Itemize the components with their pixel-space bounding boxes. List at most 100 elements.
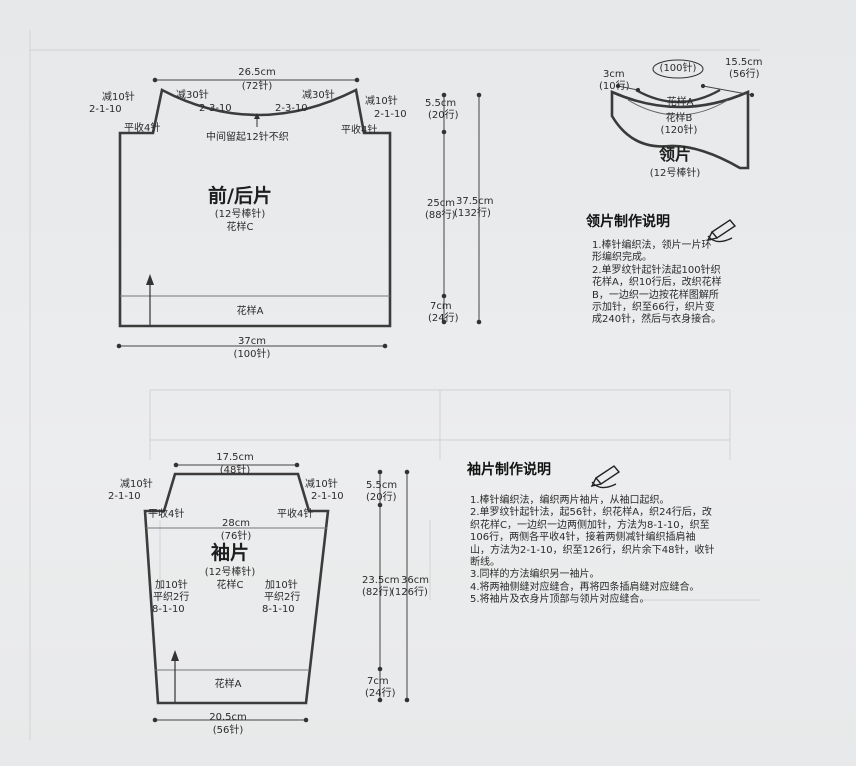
body-neck-right-formula: 2-3-10 [275, 103, 308, 114]
body-needle: (12号棒针) [214, 209, 266, 220]
sleeve-dec-left: 减10针 [120, 479, 153, 490]
sleeve-height-dims [379, 472, 408, 700]
sleeve-bind-right: 平收4针 [277, 509, 314, 520]
body-h-bot: 7cm [430, 301, 452, 312]
sleeve-dec-right-formula: 2-1-10 [311, 491, 344, 502]
sleeve-notes-heading: 袖片制作说明 [467, 462, 551, 478]
sleeve-height-dots [377, 469, 410, 703]
body-h-top: 5.5cm [425, 98, 457, 109]
body-title: 前/后片 [208, 185, 272, 207]
pencil-icon-sleeve [590, 465, 621, 489]
sleeve-top-width-dim [173, 462, 300, 468]
sleeve-notes-body: 1.棒针编织法，编织两片袖片，从袖口起织。 2.单罗纹针起针法，起56针，织花样… [470, 495, 714, 607]
sleeve-h-total: 36cm [401, 575, 429, 586]
body-bind-left: 平收4针 [124, 123, 161, 134]
collar-inner-stitches: (100针) [659, 63, 697, 74]
sleeve-inc-left-formula: 8-1-10 [152, 604, 185, 615]
sleeve-width-top: 17.5cm [216, 452, 254, 463]
collar-inner-arc [635, 88, 721, 104]
pencil-icon [706, 219, 737, 243]
sleeve-note-line: 4.将两袖侧缝对应缝合，再将四条插肩缝对应缝合。 [470, 581, 700, 593]
sleeve-stitches-bottom: (56针) [212, 725, 244, 736]
sleeve-width-mid: 28cm [222, 518, 250, 529]
body-neck-center: 中间留起12针不织 [206, 132, 289, 143]
sleeve-inc-right: 加10针 [265, 580, 298, 591]
body-h-total: 37.5cm [456, 196, 494, 207]
sleeve-stitches-top: (48针) [219, 465, 251, 476]
sleeve-band-pattern: 花样A [214, 679, 242, 690]
sleeve-stitches-mid: (76针) [220, 531, 252, 542]
collar-right-cm: 15.5cm [725, 57, 763, 68]
collar-notes-body: 1.棒针编织法，领片一片环 形编织完成。 2.单罗纹针起针法起100针织 花样A… [592, 240, 722, 327]
sleeve-dec-right: 减10针 [305, 479, 338, 490]
collar-stitch-ellipse [652, 59, 704, 79]
sleeve-note-line: 2.单罗纹针起针法，起56针，织花样A，织24行后，改 [470, 507, 712, 519]
body-neck-left: 减30针 [176, 90, 209, 101]
body-h-top-rows: (20行) [428, 110, 459, 121]
sleeve-note-line: 3.同样的方法编织另一袖片。 [470, 569, 600, 581]
body-h-total-rows: (132行) [454, 208, 491, 219]
sleeve-inc-right-formula: 8-1-10 [262, 604, 295, 615]
collar-note-line: 花样A，织10行后，改织花样 [592, 277, 722, 289]
sleeve-inc-left-plain: 平织2行 [153, 592, 190, 603]
sleeve-arrow-head [171, 650, 179, 661]
sleeve-h-bot: 7cm [367, 676, 389, 687]
sleeve-bind-left: 平收4针 [148, 509, 185, 520]
collar-right-dim [702, 85, 753, 96]
collar-left-rows: (10行) [599, 81, 630, 92]
sleeve-h-total-rows: (126行) [391, 587, 428, 598]
body-dec-right-formula: 2-1-10 [374, 109, 407, 120]
collar-right-rows: (56行) [729, 69, 760, 80]
body-h-bot-rows: (24行) [428, 313, 459, 324]
sleeve-h-top: 5.5cm [366, 480, 398, 491]
collar-note-line: 形编织完成。 [592, 252, 652, 264]
sleeve-note-line: 1.棒针编织法，编织两片袖片，从袖口起织。 [470, 495, 670, 506]
body-h-mid: 25cm [427, 198, 455, 209]
body-arrow-head [146, 274, 154, 285]
collar-pattern-b: 花样B [665, 113, 693, 124]
sleeve-inc-right-plain: 平织2行 [264, 592, 301, 603]
sleeve-h-top-rows: (20行) [366, 492, 397, 503]
body-stitches-bottom: (100针) [233, 349, 271, 360]
sleeve-note-line: 断线。 [470, 557, 500, 569]
sleeve-dec-left-formula: 2-1-10 [108, 491, 141, 502]
body-dec-right: 减10针 [365, 96, 398, 107]
body-neck-left-formula: 2-3-10 [199, 103, 232, 114]
sleeve-h-bot-rows: (24行) [365, 688, 396, 699]
collar-pattern-a: 花样A [666, 97, 694, 108]
body-bind-right: 平收4针 [341, 125, 378, 136]
neck-center-arrow-head [254, 113, 260, 119]
body-band-pattern: 花样A [236, 306, 264, 317]
sleeve-note-line: 山，方法为2-1-10，织至126行，织片余下48针，收针 [470, 544, 715, 556]
body-width-bottom: 37cm [238, 336, 266, 347]
collar-note-line: B，一边织一边按花样图解所 [592, 289, 719, 301]
collar-outer [610, 90, 750, 170]
body-height-dots [441, 92, 482, 325]
body-neck-right: 减30针 [302, 90, 335, 101]
body-dec-left: 减10针 [102, 92, 135, 103]
sleeve-note-line: 5.将袖片及衣身片顶部与领片对应缝合。 [470, 594, 650, 606]
collar-left-cm: 3cm [603, 69, 625, 80]
collar-note-line: 1.棒针编织法，领片一片环 [592, 240, 712, 251]
collar-title: 领片 [658, 145, 691, 164]
collar-band-arc [627, 99, 729, 116]
body-outline [118, 88, 392, 328]
sleeve-title: 袖片 [210, 542, 249, 564]
sleeve-bottom-width-dim [152, 717, 309, 723]
body-h-mid-rows: (88行) [425, 210, 456, 221]
sleeve-h-mid-rows: (82行) [362, 587, 393, 598]
collar-needle: (12号棒针) [649, 168, 701, 179]
collar-notes-heading: 领片制作说明 [586, 214, 670, 230]
collar-note-line: 2.单罗纹针起针法起100针织 [592, 264, 721, 276]
collar-note-line: 成240针，然后与衣身接合。 [592, 314, 722, 326]
sleeve-h-mid: 23.5cm [362, 575, 400, 586]
collar-left-dim [617, 85, 639, 91]
sleeve-pattern: 花样C [216, 580, 244, 591]
sleeve-note-line: 织花样C，一边织一边两侧加针，方法为8-1-10，织至 [470, 519, 710, 531]
body-top-width-dim [152, 77, 360, 83]
body-bottom-width-dim [116, 343, 388, 349]
sleeve-note-line: 106行，两侧各平收4针，接着两侧减针编织插肩袖 [470, 532, 696, 544]
body-width-top: 26.5cm [238, 67, 276, 78]
